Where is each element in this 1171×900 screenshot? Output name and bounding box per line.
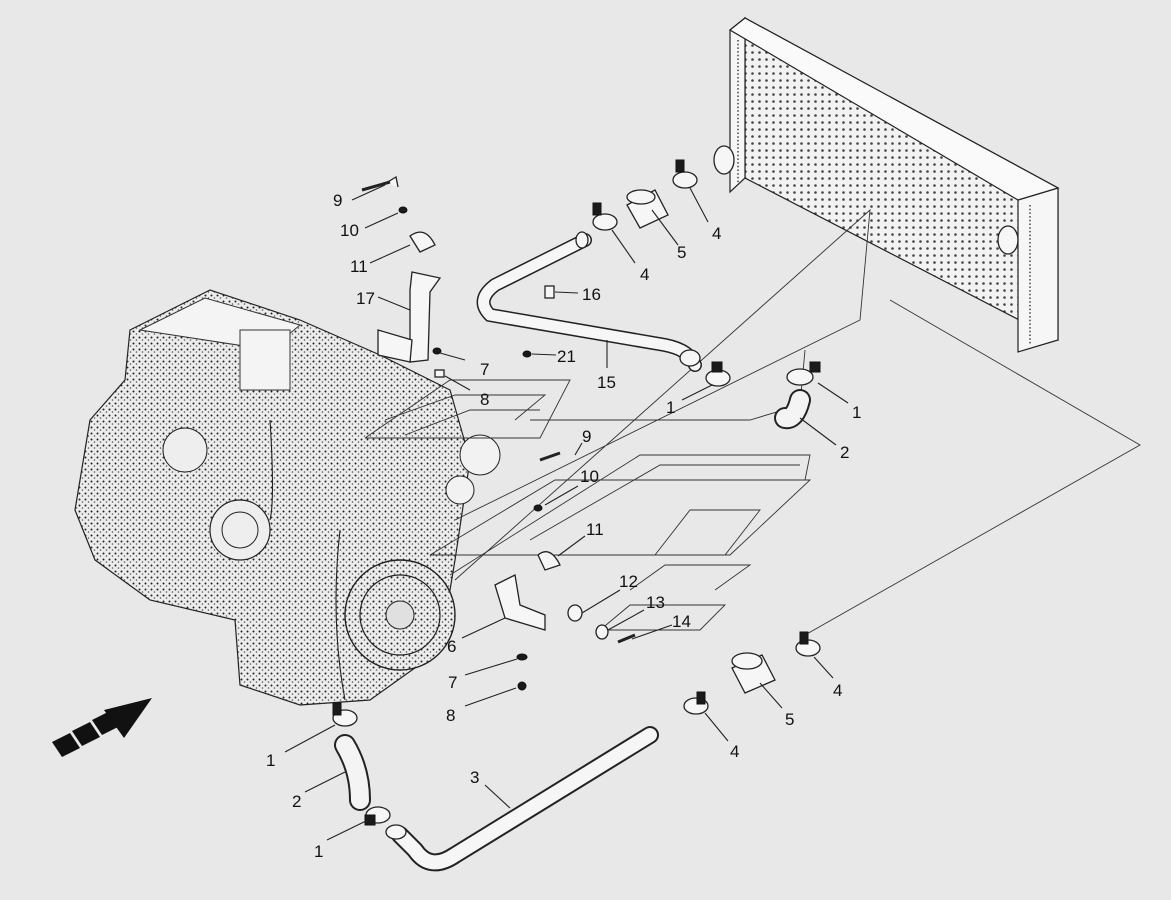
hose-2-lower — [334, 734, 371, 811]
bracket-17 — [377, 271, 442, 363]
callout-labels: 9 10 11 17 7 21 8 16 15 4 5 4 1 1 2 9 10… — [266, 191, 861, 861]
callout-1: 1 — [852, 403, 861, 422]
callout-8: 8 — [480, 390, 489, 409]
hardware — [361, 175, 636, 691]
clamps — [332, 159, 821, 826]
callout-1: 1 — [266, 751, 275, 770]
upper-pipe-15 — [476, 231, 702, 372]
leader-lines — [284, 184, 849, 841]
callout-11: 11 — [350, 257, 368, 276]
callout-16: 16 — [582, 285, 601, 304]
callout-1: 1 — [666, 398, 675, 417]
sleeve-5-upper — [626, 189, 669, 229]
bracket-6 — [494, 574, 546, 631]
callout-12: 12 — [619, 572, 638, 591]
callout-10: 10 — [580, 467, 599, 486]
callout-5: 5 — [785, 710, 794, 729]
callout-4: 4 — [730, 742, 739, 761]
hose-2-upper — [774, 389, 811, 430]
sleeve-5-lower — [731, 652, 776, 694]
callout-13: 13 — [646, 593, 665, 612]
callout-7: 7 — [448, 673, 457, 692]
connection-guides — [364, 208, 1141, 636]
callout-17: 17 — [356, 289, 375, 308]
callout-3: 3 — [470, 768, 479, 787]
callout-9: 9 — [582, 427, 591, 446]
callout-2: 2 — [292, 792, 301, 811]
forward-direction-arrow-icon — [52, 698, 152, 757]
callout-9: 9 — [333, 191, 342, 210]
callout-11: 11 — [586, 520, 604, 539]
radiator-icon — [713, 16, 1060, 353]
callout-5: 5 — [677, 243, 686, 262]
callout-2: 2 — [840, 443, 849, 462]
callout-21: 21 — [557, 347, 576, 366]
engine-block-icon — [74, 289, 501, 706]
callout-14: 14 — [672, 612, 691, 631]
callout-1: 1 — [314, 842, 323, 861]
callout-4: 4 — [833, 681, 842, 700]
callout-15: 15 — [597, 373, 616, 392]
callout-8: 8 — [446, 706, 455, 725]
lower-pipe-3 — [385, 726, 659, 872]
callout-4: 4 — [712, 224, 721, 243]
callout-4: 4 — [640, 265, 649, 284]
callout-7: 7 — [480, 360, 489, 379]
callout-10: 10 — [340, 221, 359, 240]
callout-6: 6 — [447, 637, 456, 656]
